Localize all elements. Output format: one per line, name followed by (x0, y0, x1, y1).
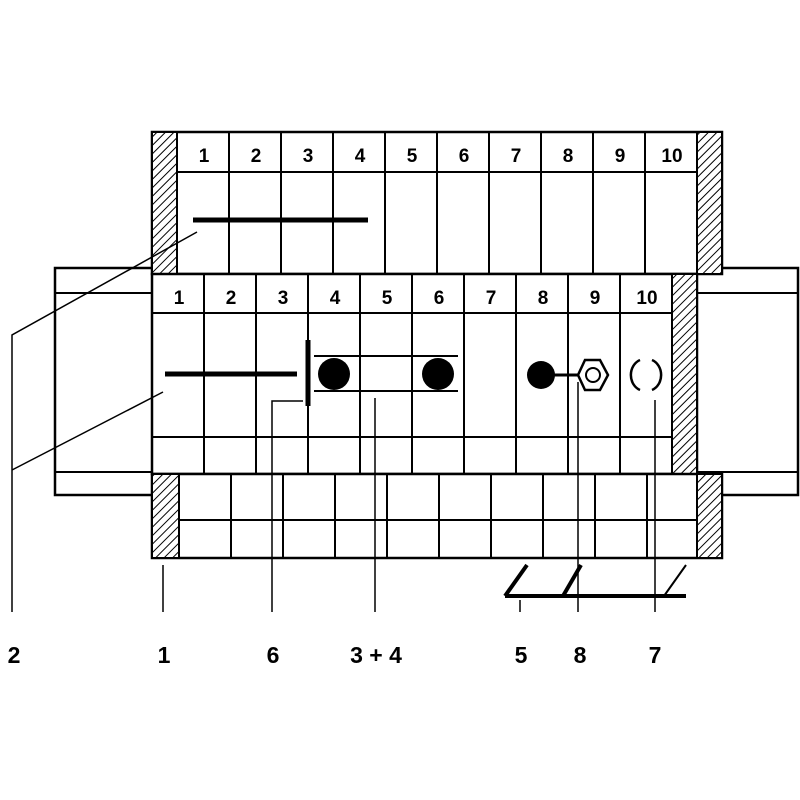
upper-terminal-strip: 1 2 3 4 5 6 7 8 9 10 (150, 130, 724, 276)
lower-terminal-number: 4 (330, 288, 341, 309)
open-plug-icon (629, 358, 663, 392)
bridge-jumper (314, 355, 458, 392)
callout-label-3-plus-4: 3 + 4 (350, 642, 402, 668)
upper-right-end-plate (696, 131, 723, 275)
upper-terminal-number: 4 (355, 146, 366, 167)
lower-terminal-number: 1 (174, 288, 185, 309)
bridge-screw-icon (422, 358, 454, 390)
upper-terminal-number: 9 (615, 146, 626, 167)
lower-terminal-number: 5 (382, 288, 393, 309)
lower-terminal-number: 3 (278, 288, 289, 309)
upper-terminal-number: 2 (251, 146, 262, 167)
callout-labels: 2 1 6 3 + 4 5 8 7 (8, 642, 662, 668)
plug-contact-icon (527, 361, 555, 389)
lower-terminal-number: 6 (434, 288, 445, 309)
callout-label-5: 5 (515, 642, 528, 668)
upper-terminal-number: 1 (199, 146, 210, 167)
callout-label-8: 8 (574, 642, 587, 668)
test-plug (527, 358, 610, 392)
din-rail (53, 266, 800, 497)
bottom-left-end-plate (151, 473, 180, 559)
lower-terminal-row: 1 2 3 4 5 6 7 8 9 10 (150, 272, 699, 476)
upper-terminal-number: 6 (459, 146, 470, 167)
callout-label-1: 1 (158, 642, 171, 668)
lower-right-end-plate (671, 273, 698, 475)
bottom-right-end-plate (696, 473, 723, 559)
upper-terminal-number: 7 (511, 146, 522, 167)
upper-terminal-number: 10 (661, 146, 682, 167)
callout-label-2: 2 (8, 642, 21, 668)
lower-terminal-number: 10 (636, 288, 657, 309)
callout-label-7: 7 (649, 642, 662, 668)
lower-terminal-number: 7 (486, 288, 497, 309)
bottom-spacer-strip (150, 472, 724, 560)
callout-label-6: 6 (267, 642, 280, 668)
leader-lines (11, 231, 656, 612)
lower-terminal-number: 8 (538, 288, 549, 309)
test-adapter-bracket (503, 563, 687, 598)
upper-terminal-number: 5 (407, 146, 418, 167)
upper-terminal-number: 3 (303, 146, 314, 167)
lower-terminal-number: 9 (590, 288, 601, 309)
upper-terminal-number: 8 (563, 146, 574, 167)
lower-terminal-number: 2 (226, 288, 237, 309)
upper-left-end-plate (151, 131, 178, 275)
bridge-screw-icon (318, 358, 350, 390)
